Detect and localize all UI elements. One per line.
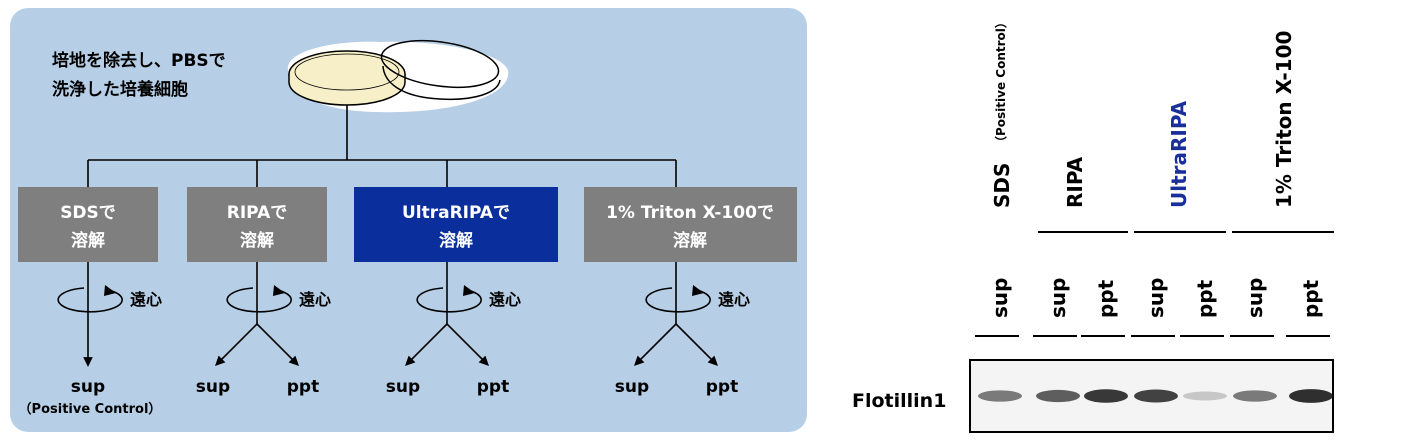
blot-band-0 (978, 390, 1022, 402)
blot-group-label-3: 1% Triton X-100 (1272, 31, 1296, 208)
centrifuge-icon (57, 285, 123, 313)
method-box-0 (18, 187, 158, 262)
output-label-2-0: sup (386, 377, 420, 397)
lane-label-1: sup (1046, 278, 1070, 318)
blot-band-1 (1036, 389, 1080, 403)
arrow-head (215, 355, 226, 366)
arrow-head (405, 355, 416, 366)
lane-label-6: ppt (1299, 279, 1323, 318)
method-label-0-0: SDSで (60, 203, 116, 223)
centrifuge-label-2: 遠心 (489, 290, 521, 309)
output-label-0-0: sup (71, 377, 105, 397)
blot-group-label-1: RIPA (1063, 156, 1087, 208)
method-label-3-1: 溶解 (673, 230, 707, 251)
blot-band-4 (1183, 391, 1227, 401)
branch-right (446, 323, 487, 364)
method-label-2-0: UltraRIPAで (402, 203, 510, 223)
method-label-2-1: 溶解 (439, 230, 473, 251)
output-label-1-0: sup (196, 377, 230, 397)
method-label-1-0: RIPAで (227, 203, 287, 223)
output-label-3-1: ppt (706, 377, 738, 397)
arrow-head (478, 355, 489, 366)
blot-band-2 (1084, 389, 1128, 403)
method-box-1 (187, 187, 327, 262)
blot-group-label-0: SDS (990, 163, 1014, 208)
arrow-head (83, 357, 93, 367)
branch-lines (87, 105, 677, 187)
lane-label-4: ppt (1193, 279, 1217, 318)
branch-left (636, 323, 677, 364)
positive-control-note: （Positive Control） (19, 401, 162, 417)
method-label-3-0: 1% Triton X-100で (606, 203, 774, 223)
centrifuge-icon (645, 285, 711, 313)
intro-label-line1: 培地を除去し、PBSで (52, 50, 226, 71)
arrow-head (288, 355, 299, 366)
output-label-3-0: sup (615, 377, 649, 397)
lane-label-3: sup (1144, 278, 1168, 318)
lane-label-0: sup (988, 278, 1012, 318)
lane-label-2: ppt (1094, 279, 1118, 318)
branch-left (217, 323, 258, 364)
blot-band-5 (1233, 390, 1277, 402)
centrifuge-label-0: 遠心 (130, 290, 162, 309)
petri-dish-icon (287, 39, 509, 113)
arrow-head (707, 355, 718, 366)
output-label-2-1: ppt (477, 377, 509, 397)
intro-label-line2: 洗浄した培養細胞 (52, 79, 188, 100)
centrifuge-label-1: 遠心 (299, 290, 331, 309)
blot-band-3 (1134, 389, 1178, 403)
protein-label: Flotillin1 (852, 390, 946, 412)
centrifuge-label-3: 遠心 (718, 290, 750, 309)
method-label-1-1: 溶解 (240, 230, 274, 251)
method-box-2 (354, 187, 558, 262)
centrifuge-icon (226, 285, 292, 313)
method-box-3 (584, 187, 797, 262)
output-label-1-1: ppt (287, 377, 319, 397)
blot-group-sublabel: （Positive Control） (993, 16, 1008, 148)
blot-group-label-2: UltraRIPA (1167, 100, 1191, 208)
branch-right (675, 323, 716, 364)
blot-band-6 (1289, 389, 1333, 403)
method-label-0-1: 溶解 (71, 230, 105, 251)
centrifuge-icon (416, 285, 482, 313)
arrow-head (634, 355, 645, 366)
branch-right (256, 323, 297, 364)
lane-label-5: sup (1243, 278, 1267, 318)
branch-left (407, 323, 448, 364)
